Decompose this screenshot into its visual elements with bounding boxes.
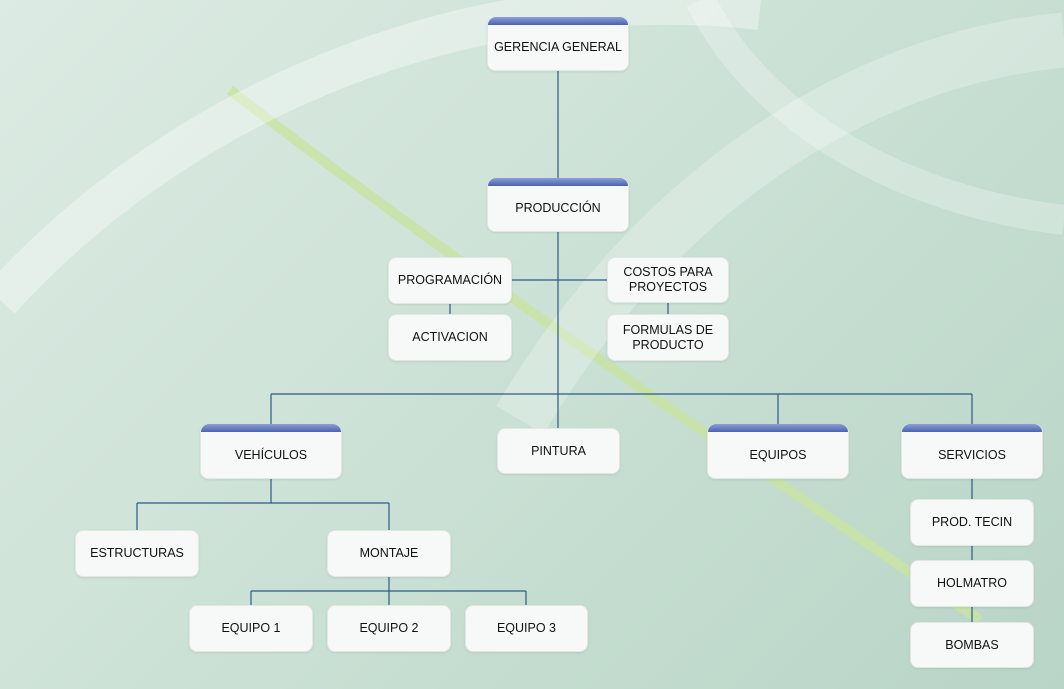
node-label: HOLMATRO <box>937 576 1007 590</box>
node-servicios[interactable]: SERVICIOS <box>901 424 1043 479</box>
node-label: VEHÍCULOS <box>234 447 308 462</box>
node-gerencia-general[interactable]: GERENCIA GENERAL <box>487 17 629 71</box>
node-montaje[interactable]: MONTAJE <box>327 530 451 577</box>
node-label: COSTOS PARA PROYECTOS <box>623 265 713 294</box>
node-label: EQUIPO 1 <box>221 621 281 635</box>
node-bombas[interactable]: BOMBAS <box>910 622 1034 668</box>
node-label: EQUIPOS <box>749 447 807 462</box>
node-equipo-2[interactable]: EQUIPO 2 <box>327 605 451 652</box>
node-label: ESTRUCTURAS <box>90 546 184 560</box>
node-label: PRODUCCIÓN <box>515 201 601 215</box>
node-label: GERENCIA GENERAL <box>494 40 622 54</box>
node-activacion[interactable]: ACTIVACION <box>388 314 512 361</box>
node-estructuras[interactable]: ESTRUCTURAS <box>75 530 199 577</box>
node-costos-para-proyectos[interactable]: COSTOS PARA PROYECTOS <box>607 257 729 303</box>
node-formulas-de-producto[interactable]: FORMULAS DE PRODUCTO <box>607 314 729 361</box>
node-label: PINTURA <box>531 443 586 458</box>
node-label: SERVICIOS <box>938 447 1006 462</box>
node-label: EQUIPO 3 <box>496 621 557 635</box>
node-label: BOMBAS <box>945 637 999 652</box>
node-prod-tecin[interactable]: PROD. TECIN <box>910 499 1034 546</box>
node-label: MONTAJE <box>359 546 419 560</box>
node-label: PROGRAMACIÓN <box>397 273 503 287</box>
node-label: PROD. TECIN <box>931 515 1013 529</box>
node-label: FORMULAS DE PRODUCTO <box>622 322 714 352</box>
node-produccion[interactable]: PRODUCCIÓN <box>487 178 629 232</box>
node-equipo-3[interactable]: EQUIPO 3 <box>465 605 588 652</box>
node-label: ACTIVACION <box>412 330 488 344</box>
node-pintura[interactable]: PINTURA <box>497 428 620 474</box>
node-label: EQUIPO 2 <box>359 621 419 635</box>
node-equipos[interactable]: EQUIPOS <box>707 424 849 479</box>
node-programacion[interactable]: PROGRAMACIÓN <box>388 257 512 304</box>
node-equipo-1[interactable]: EQUIPO 1 <box>189 605 313 652</box>
node-holmatro[interactable]: HOLMATRO <box>910 560 1034 607</box>
node-vehiculos[interactable]: VEHÍCULOS <box>200 424 342 479</box>
